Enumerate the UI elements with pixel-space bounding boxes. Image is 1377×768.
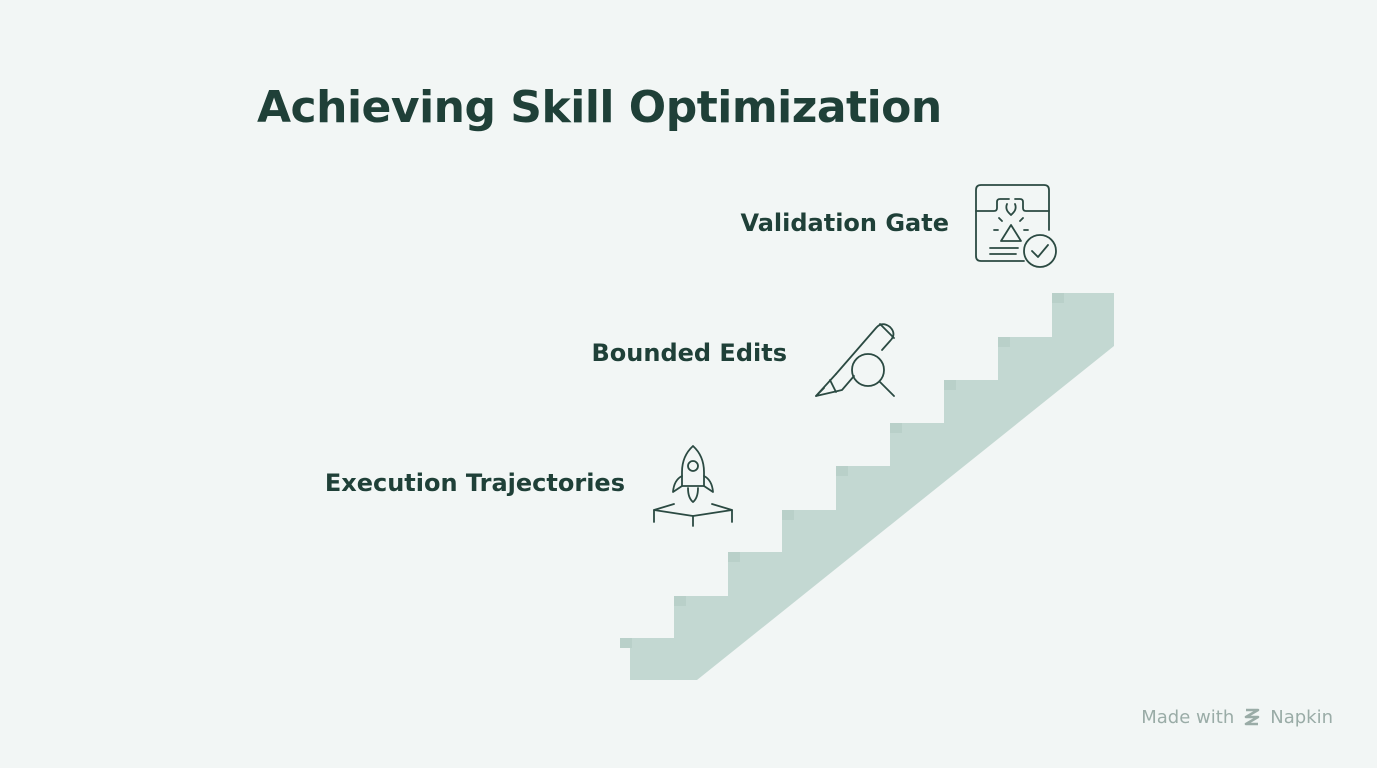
staircase-shape xyxy=(620,293,1114,680)
made-with-text: Made with xyxy=(1141,706,1235,728)
page-title: Achieving Skill Optimization xyxy=(257,82,942,133)
step-label-execution-trajectories: Execution Trajectories xyxy=(324,469,625,497)
step-label-bounded-edits: Bounded Edits xyxy=(591,339,787,367)
made-with-napkin-footer: Made with Napkin xyxy=(1141,706,1333,728)
document-check-icon xyxy=(975,184,1057,268)
napkin-brand-text: Napkin xyxy=(1270,706,1333,728)
pencil-magnifier-icon xyxy=(815,323,895,397)
step-edges xyxy=(620,293,1064,648)
rocket-launch-icon xyxy=(653,445,733,527)
napkin-logo-icon xyxy=(1244,708,1260,726)
step-label-validation-gate: Validation Gate xyxy=(740,209,949,237)
